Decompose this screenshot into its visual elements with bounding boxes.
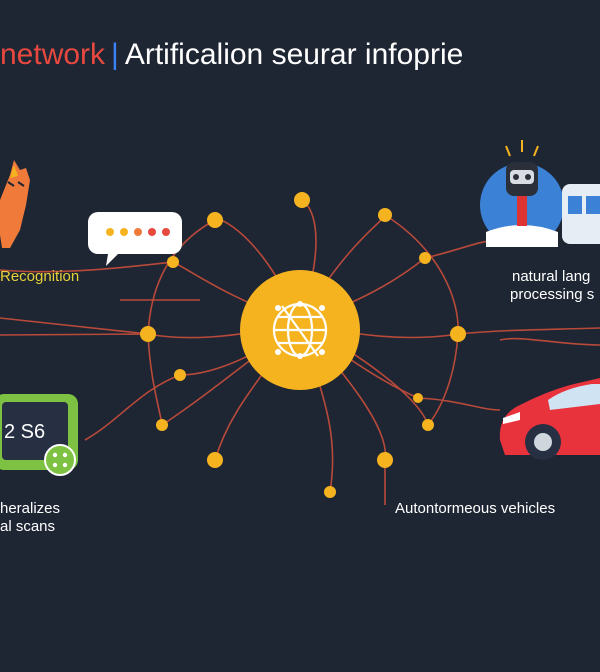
network-node <box>207 452 223 468</box>
nlp-label-line1: natural lang <box>512 268 591 285</box>
medical-label-line2: al scans <box>0 518 56 535</box>
car-icon <box>499 378 600 460</box>
nlp-label-line2: processing s <box>510 286 595 303</box>
page-title: network|Artificalion seurar infoprie <box>0 38 463 78</box>
network-node <box>419 252 431 264</box>
network-node <box>422 419 434 431</box>
network-node <box>413 393 423 403</box>
network-node <box>324 486 336 498</box>
network-node <box>167 256 179 268</box>
robot-icon <box>480 140 564 247</box>
title-separator: | <box>111 38 119 71</box>
globe-icon <box>240 270 360 390</box>
network-node <box>156 419 168 431</box>
network-nodes <box>140 192 466 498</box>
network-node <box>207 212 223 228</box>
network-node <box>377 452 393 468</box>
network-node <box>378 208 392 222</box>
vehicles-label: Autontormeous vehicles <box>395 500 556 517</box>
scan-screen-text: 2 S6 <box>4 421 45 443</box>
title-brand: network <box>0 38 106 71</box>
recognition-label: Recognition <box>0 268 80 285</box>
cat-icon <box>0 160 30 248</box>
tablet-scan-icon: 2 S6 <box>0 394 78 476</box>
network-node <box>450 326 466 342</box>
network-node <box>140 326 156 342</box>
network-node <box>294 192 310 208</box>
bus-icon <box>562 184 600 244</box>
medical-label-line1: heralizes <box>0 500 61 517</box>
title-main: Artificalion seurar infoprie <box>124 38 464 71</box>
network-node <box>174 369 186 381</box>
chat-bubble-icon <box>88 212 182 266</box>
